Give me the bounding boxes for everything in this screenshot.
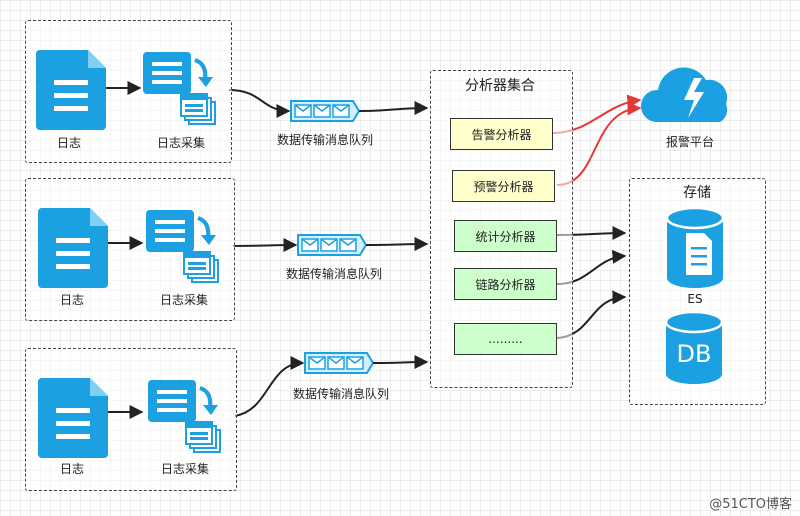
more-analyzers: ......... [454, 323, 557, 355]
arrow-collect-to-queue [228, 89, 291, 118]
message-queue-icon [297, 234, 367, 256]
arrow-queue-to-analyzers [358, 101, 429, 116]
message-queue-icon [290, 100, 360, 122]
collect-label: 日志采集 [156, 136, 206, 150]
watermark: @51CTO博客 [709, 497, 792, 512]
arrow-queue-to-analyzers [365, 237, 429, 252]
alert-analyzer: 告警分析器 [450, 118, 553, 150]
trace-analyzer: 链路分析器 [454, 268, 557, 300]
stat-analyzer: 统计分析器 [454, 220, 557, 252]
alert-platform-label: 报警平台 [665, 135, 715, 149]
log-label: 日志 [59, 293, 85, 307]
arrow-collect-to-queue [232, 238, 298, 253]
arrow-collect-to-queue [234, 356, 305, 417]
message-queue-icon [304, 352, 374, 374]
cloud-lightning-icon [640, 67, 728, 122]
log-label: 日志 [59, 462, 85, 476]
queue-label: 数据传输消息队列 [285, 267, 383, 281]
queue-label: 数据传输消息队列 [292, 387, 390, 401]
warning-analyzer: 预警分析器 [452, 170, 555, 202]
analyzer-group-title: 分析器集合 [465, 78, 535, 94]
collect-label: 日志采集 [159, 293, 209, 307]
storage-title: 存储 [683, 185, 711, 201]
collect-label: 日志采集 [160, 462, 210, 476]
queue-label: 数据传输消息队列 [276, 133, 374, 147]
db-label: DB [676, 340, 712, 368]
es-label: ES [687, 292, 703, 306]
log-label: 日志 [56, 136, 82, 150]
arrow-queue-to-analyzers [372, 355, 429, 370]
